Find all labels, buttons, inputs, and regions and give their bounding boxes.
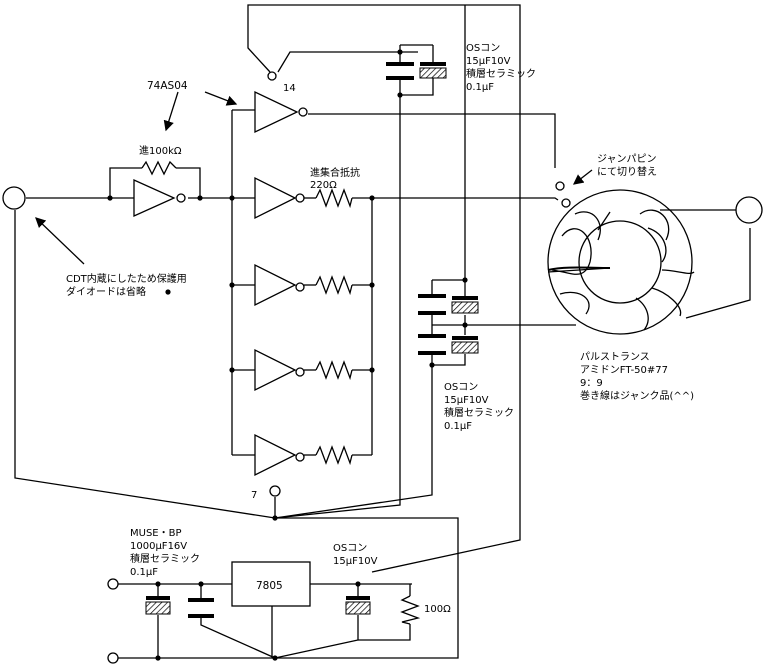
jumper-pin-b (561, 198, 571, 208)
capacitor-power-ceramic (188, 598, 214, 618)
capacitor-muse (145, 596, 171, 615)
regulator-box (231, 561, 311, 607)
protect-note-1: CDT内蔵にしたため保護用 (66, 272, 187, 285)
inverter-gate-3 (254, 263, 305, 307)
inverter-gate-2 (254, 176, 305, 220)
transformer-label-3: 9：9 (580, 378, 603, 389)
combine-resistor-label-1: 進集合抵抗 (310, 166, 360, 179)
resistor-r2 (315, 275, 353, 296)
muse-cap-label-3: 積層セラミック (130, 552, 200, 565)
pin7-terminal (269, 485, 281, 497)
capacitor-mid-ceramic-1 (451, 296, 479, 314)
resistor-load (400, 595, 421, 625)
mid-cap-label-1: OSコン (444, 382, 478, 393)
transformer-label-2: アミドンFT-50#77 (580, 365, 668, 376)
load-resistor-label: 100Ω (424, 604, 451, 615)
top-cap-label-4: 0.1μF (466, 82, 494, 93)
jumper-note-2: にて切り替え (597, 165, 657, 178)
output-connector (735, 196, 763, 224)
wires (14, 4, 751, 659)
top-cap-label-3: 積層セラミック (466, 67, 536, 80)
pin7-label: 7 (251, 490, 257, 501)
top-cap-label-1: OSコン (466, 43, 500, 54)
power-plus-terminal (107, 578, 119, 590)
ic-name-label: 74AS04 (147, 80, 188, 92)
transformer-label-1: パルストランス (580, 351, 650, 363)
resistor-r4 (315, 445, 353, 466)
resistor-feedback (141, 160, 177, 176)
annotation-arrows (35, 91, 593, 265)
jumper-note-1: ジャンパピン (597, 153, 657, 165)
capacitor-power-osc (345, 596, 371, 615)
pulse-transformer (547, 189, 695, 335)
feedback-resistor-label: 進100kΩ (139, 145, 182, 157)
resistor-r1 (315, 188, 353, 209)
regulator-label: 7805 (256, 580, 283, 592)
pin14-label: 14 (283, 83, 296, 94)
pin14-terminal (267, 71, 277, 81)
resistor-r3 (315, 360, 353, 381)
power-osc-label-2: 15μF10V (333, 556, 378, 567)
jumper-pin-a (555, 181, 565, 191)
mid-cap-label-3: 積層セラミック (444, 406, 514, 419)
input-connector (2, 186, 26, 210)
top-cap-label-2: 15μF10V (466, 56, 511, 67)
power-osc-label-1: OSコン (333, 543, 367, 554)
power-minus-terminal (107, 652, 119, 664)
combine-resistor-label-2: 220Ω (310, 180, 337, 191)
transformer-label-4: 巻き線はジャンク品(^^) (580, 389, 694, 402)
muse-cap-label-4: 0.1μF (130, 567, 158, 578)
mid-cap-label-2: 15μF10V (444, 395, 489, 406)
capacitor-top-ceramic (419, 62, 447, 79)
muse-cap-label-1: MUSE・BP (130, 528, 182, 539)
inverter-gate-4 (254, 348, 305, 392)
inverter-input (133, 178, 186, 218)
junction-dots (107, 49, 468, 661)
muse-cap-label-2: 1000μF16V (130, 541, 187, 552)
capacitor-mid-ceramic-2 (451, 336, 479, 354)
capacitor-mid-osc-2 (418, 334, 446, 355)
mid-cap-label-4: 0.1μF (444, 421, 472, 432)
inverter-gate-1 (254, 90, 308, 134)
capacitor-top-osc (386, 62, 414, 80)
inverter-gate-5 (254, 433, 305, 477)
protect-note-2: ダイオードは省略 (66, 285, 146, 298)
capacitor-mid-osc-1 (418, 294, 446, 315)
